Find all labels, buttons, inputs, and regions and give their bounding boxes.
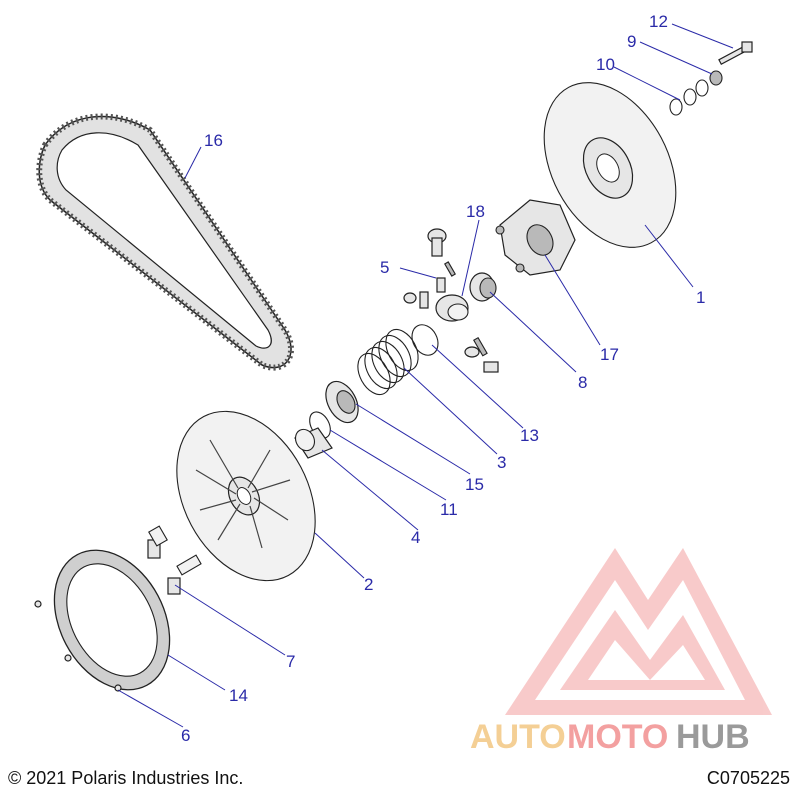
spring-cup xyxy=(325,380,359,424)
callout-3: 3 xyxy=(497,453,506,472)
callout-labels: 1 2 3 4 5 6 7 8 9 10 11 12 13 14 15 16 1… xyxy=(181,12,705,745)
callout-15: 15 xyxy=(465,475,484,494)
watermark-logo xyxy=(505,548,772,715)
callout-8: 8 xyxy=(578,373,587,392)
callout-7: 7 xyxy=(286,652,295,671)
callout-10: 10 xyxy=(596,55,615,74)
watermark-hub: HUB xyxy=(676,718,750,756)
callout-5: 5 xyxy=(380,258,389,277)
fixed-sheave xyxy=(543,82,677,248)
callout-9: 9 xyxy=(627,32,636,51)
callout-13: 13 xyxy=(520,426,539,445)
drive-belt xyxy=(36,113,294,371)
cover-screws xyxy=(34,600,122,692)
roller-pin-hardware xyxy=(403,228,456,309)
callout-18: 18 xyxy=(466,202,485,221)
retaining-ring xyxy=(309,411,331,439)
screw-and-nut xyxy=(464,336,499,373)
spider xyxy=(495,199,576,276)
diagram-code: C0705225 xyxy=(706,768,790,788)
callout-14: 14 xyxy=(229,686,248,705)
leader-lines xyxy=(117,23,734,728)
callout-4: 4 xyxy=(411,528,420,547)
cover-plate xyxy=(53,549,171,691)
callout-12: 12 xyxy=(649,12,668,31)
watermark-text: AUTO MOTO HUB xyxy=(470,718,750,756)
moveable-sheave xyxy=(176,410,316,582)
watermark-moto: MOTO xyxy=(567,718,668,756)
snap-ring xyxy=(411,324,439,356)
washer-and-shims xyxy=(669,41,753,116)
callout-6: 6 xyxy=(181,726,190,745)
callout-16: 16 xyxy=(204,131,223,150)
watermark-auto: AUTO xyxy=(470,718,566,756)
bushing-face xyxy=(447,303,469,321)
copyright-text: © 2021 Polaris Industries Inc. xyxy=(8,768,244,788)
cover-bolts xyxy=(147,525,202,595)
spring xyxy=(357,328,419,396)
callout-1: 1 xyxy=(696,288,705,307)
callout-17: 17 xyxy=(600,345,619,364)
callout-2: 2 xyxy=(364,575,373,594)
callout-11: 11 xyxy=(440,500,458,519)
roller-face xyxy=(479,277,497,299)
